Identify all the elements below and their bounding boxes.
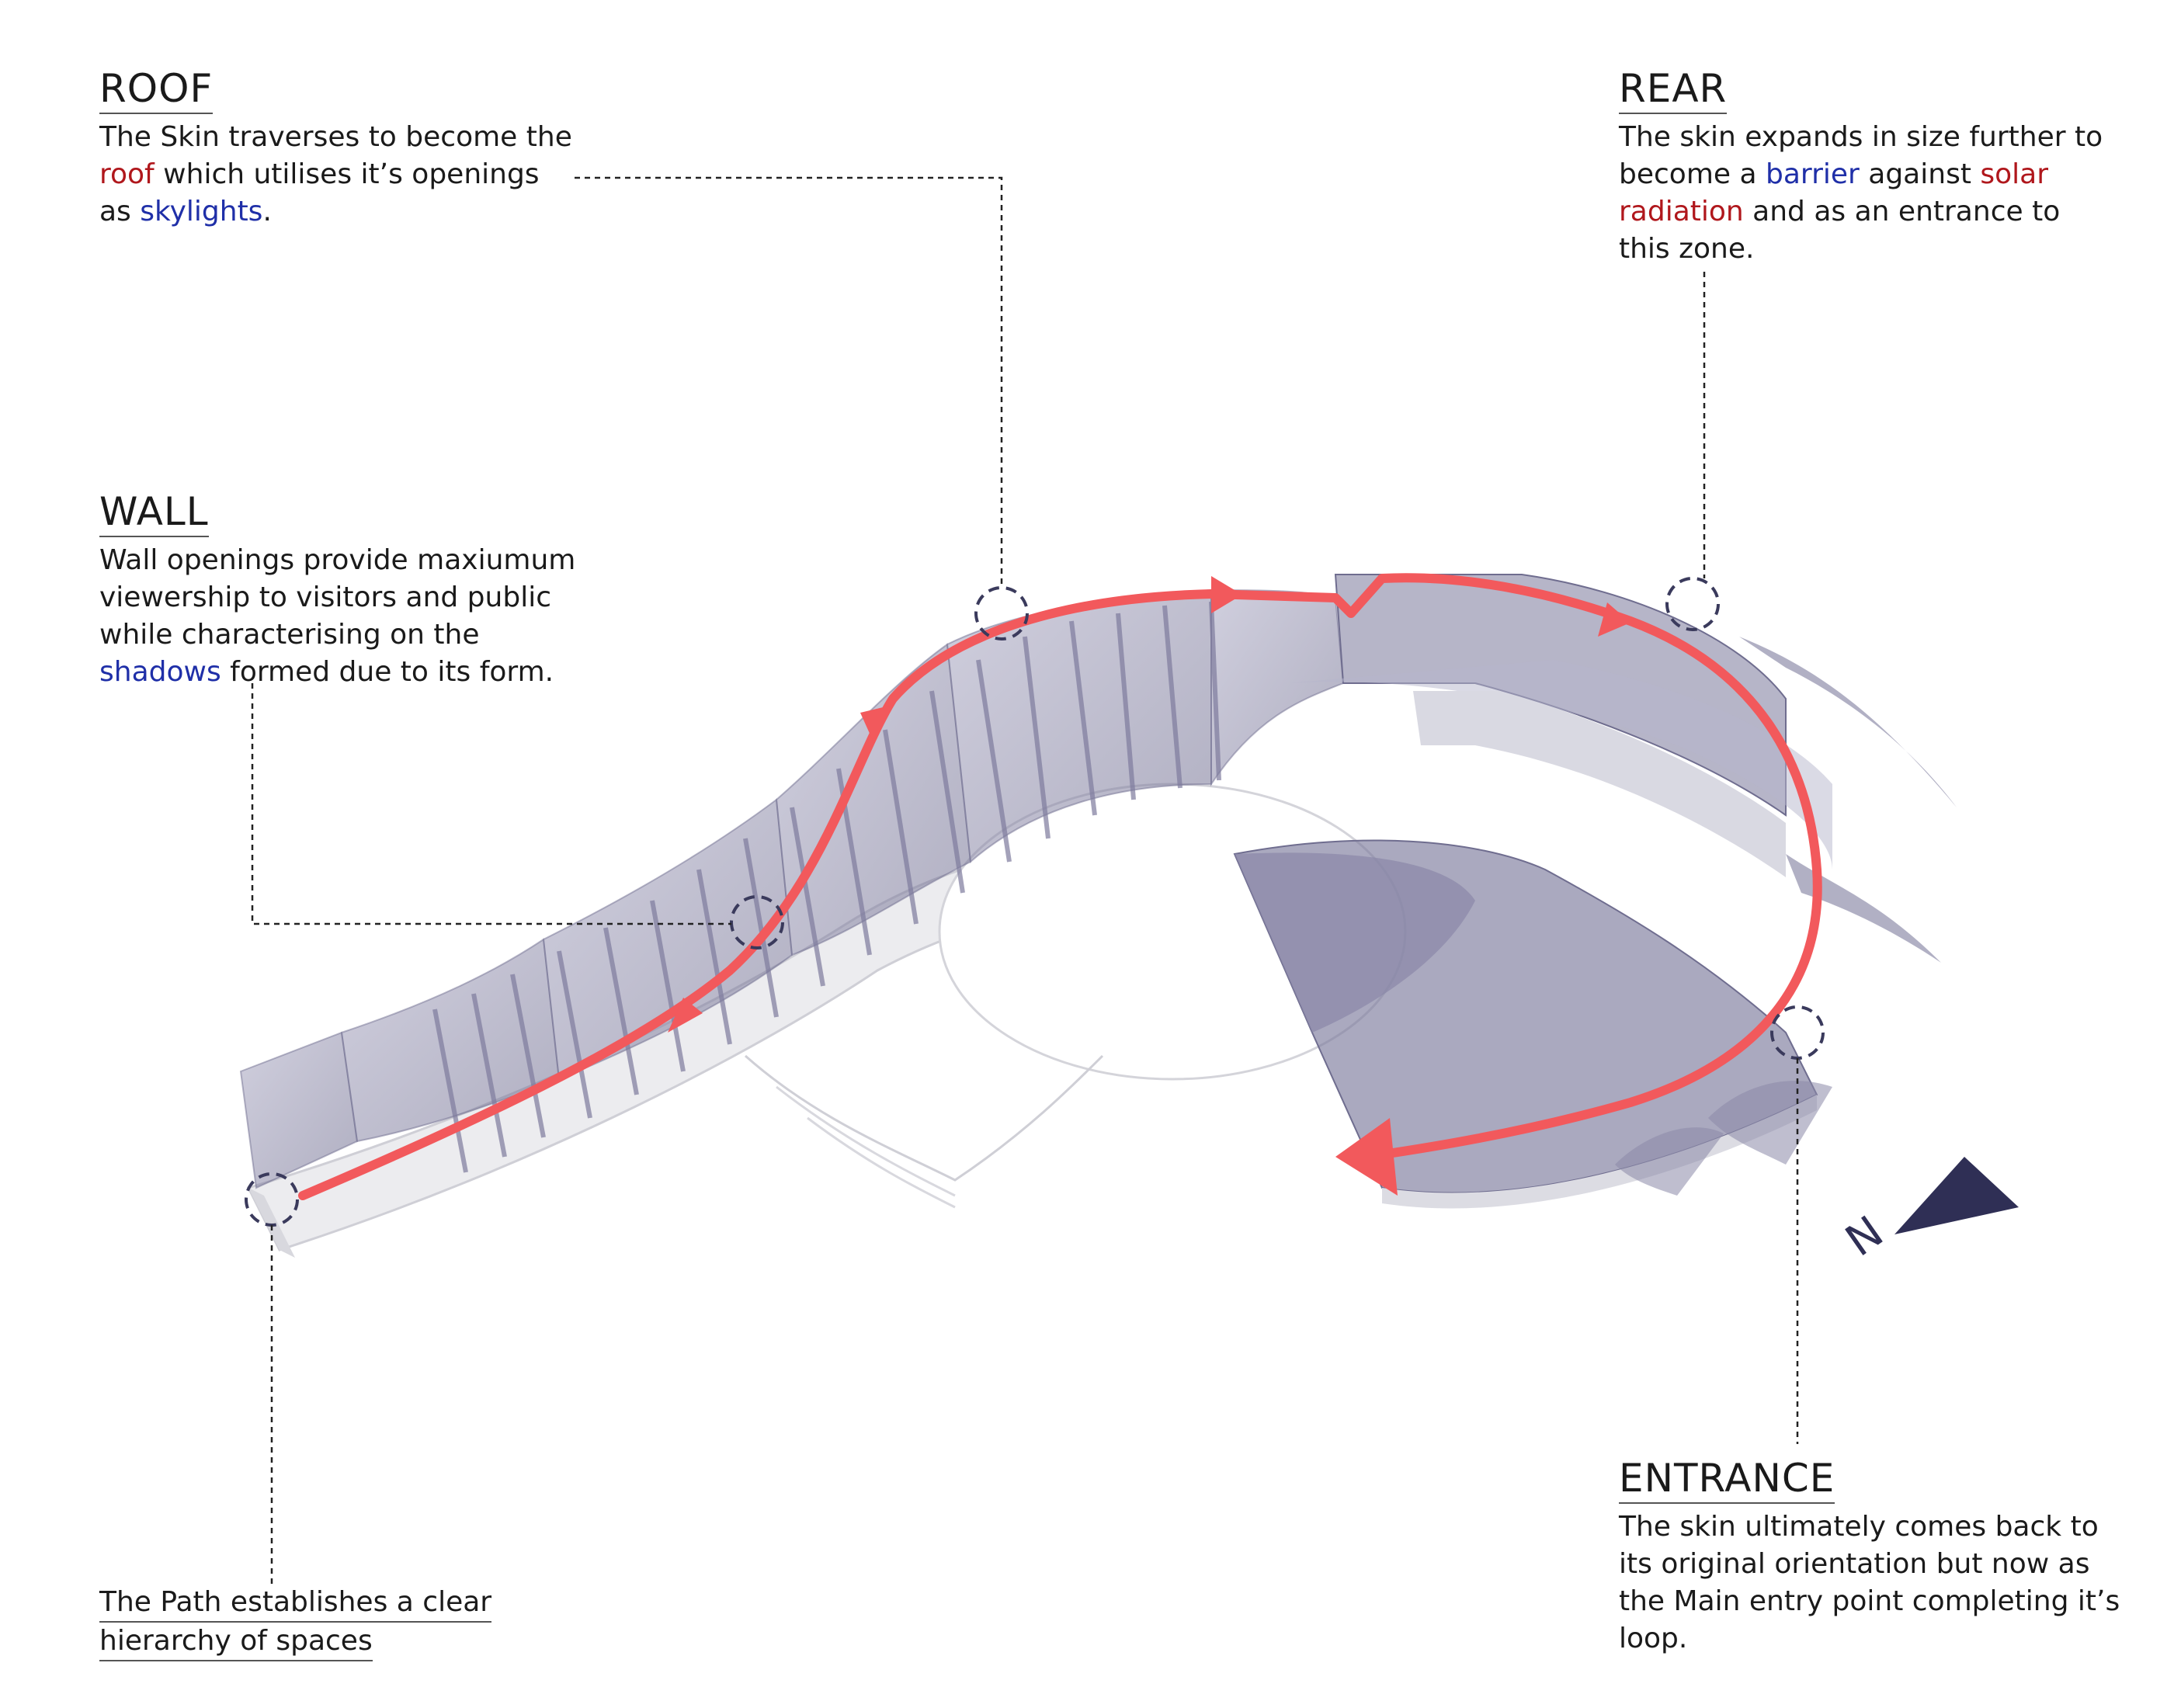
entrance-title: ENTRANCE <box>1619 1456 1835 1504</box>
entrance-annotation: ENTRANCE The skin ultimately comes back … <box>1619 1456 2162 1658</box>
rear-block <box>1289 574 1957 877</box>
shadows-highlight: shadows <box>99 656 221 688</box>
rear-annotation: REAR The skin expands in size further to… <box>1619 66 2162 268</box>
roof-text-line2-rest: which utilises it’s openings <box>154 158 540 190</box>
skylights-highlight: skylights <box>140 196 263 227</box>
rear-text-line1: The skin expands in size further to <box>1619 121 2103 153</box>
path-arrowheads <box>668 576 1630 1196</box>
entrance-text-line3: the Main entry point completing it’s <box>1619 1585 2120 1617</box>
marker-rear <box>1665 577 1720 631</box>
rear-text-line3-rest: and as an entrance to <box>1743 196 2061 227</box>
roof-text-line3-post: . <box>262 196 272 227</box>
wall-text-line4: shadows formed due to its form. <box>99 654 627 691</box>
skin-fins <box>432 601 1221 1173</box>
roof-highlight: roof <box>99 158 155 190</box>
wall-title: WALL <box>99 489 209 537</box>
entrance-text-line1: The skin ultimately comes back to <box>1619 1511 2099 1543</box>
circulation-path <box>298 573 1822 1200</box>
roof-title: ROOF <box>99 66 214 114</box>
roof-text-line3-pre: as <box>99 196 141 227</box>
solar-highlight: solar <box>1980 158 2049 190</box>
north-label: N <box>1837 1206 1893 1266</box>
barrier-highlight: barrier <box>1765 158 1860 190</box>
radiation-highlight: radiation <box>1619 196 1744 227</box>
rear-text-line2: become a barrier against solar <box>1619 156 2162 193</box>
rear-text-line3: radiation and as an entrance to <box>1619 193 2162 231</box>
path-text-line2-wrap: hierarchy of spaces <box>99 1623 612 1661</box>
marker-roof <box>974 586 1029 640</box>
skin-ribs <box>239 588 1345 1189</box>
roof-text-line3: as skylights. <box>99 193 612 231</box>
north-arrow <box>1894 1157 2019 1234</box>
marker-wall <box>730 895 784 949</box>
wall-annotation: WALL Wall openings provide maxiumum view… <box>99 489 627 691</box>
entrance-text-line2: its original orientation but now as <box>1619 1548 2090 1580</box>
path-text-line1: The Path establishes a clear <box>99 1584 492 1623</box>
path-text-line1-wrap: The Path establishes a clear <box>99 1584 612 1623</box>
roof-text-line1: The Skin traverses to become the <box>99 121 572 153</box>
entrance-plaza <box>1233 839 1941 1209</box>
rear-text-line2-pre: become a <box>1619 158 1766 190</box>
leader-lines <box>251 176 1799 1584</box>
wall-text-line1: Wall openings provide maxiumum <box>99 544 576 576</box>
wall-text-line3: while characterising on the <box>99 619 480 651</box>
rear-title: REAR <box>1619 66 1728 114</box>
wall-text-line4-rest: formed due to its form. <box>221 656 554 688</box>
roof-annotation: ROOF The Skin traverses to become the ro… <box>99 66 612 231</box>
path-text-line2: hierarchy of spaces <box>99 1623 373 1661</box>
roof-text-line2: roof which utilises it’s openings <box>99 156 612 193</box>
rear-text-line2-mid: against <box>1859 158 1981 190</box>
path-annotation: The Path establishes a clear hierarchy o… <box>99 1584 612 1661</box>
rear-text-line4: this zone. <box>1619 233 1755 265</box>
entrance-text-line4: loop. <box>1619 1623 1688 1654</box>
wall-text-line2: viewership to visitors and public <box>99 581 551 613</box>
